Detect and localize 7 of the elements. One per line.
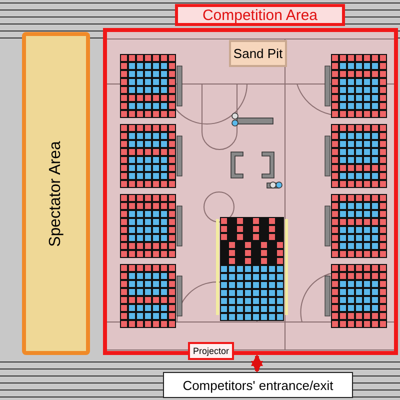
- entrance-label-box: Competitors' entrance/exit: [163, 372, 353, 398]
- projector-box: Projector: [188, 342, 234, 360]
- spectator-area-zone: [22, 32, 90, 355]
- sand-pit-box: Sand Pit: [229, 40, 287, 67]
- double-arrow: [251, 354, 263, 373]
- zone-label: Spectator Area: [47, 140, 65, 246]
- zone-heading: Competition Area: [175, 4, 345, 26]
